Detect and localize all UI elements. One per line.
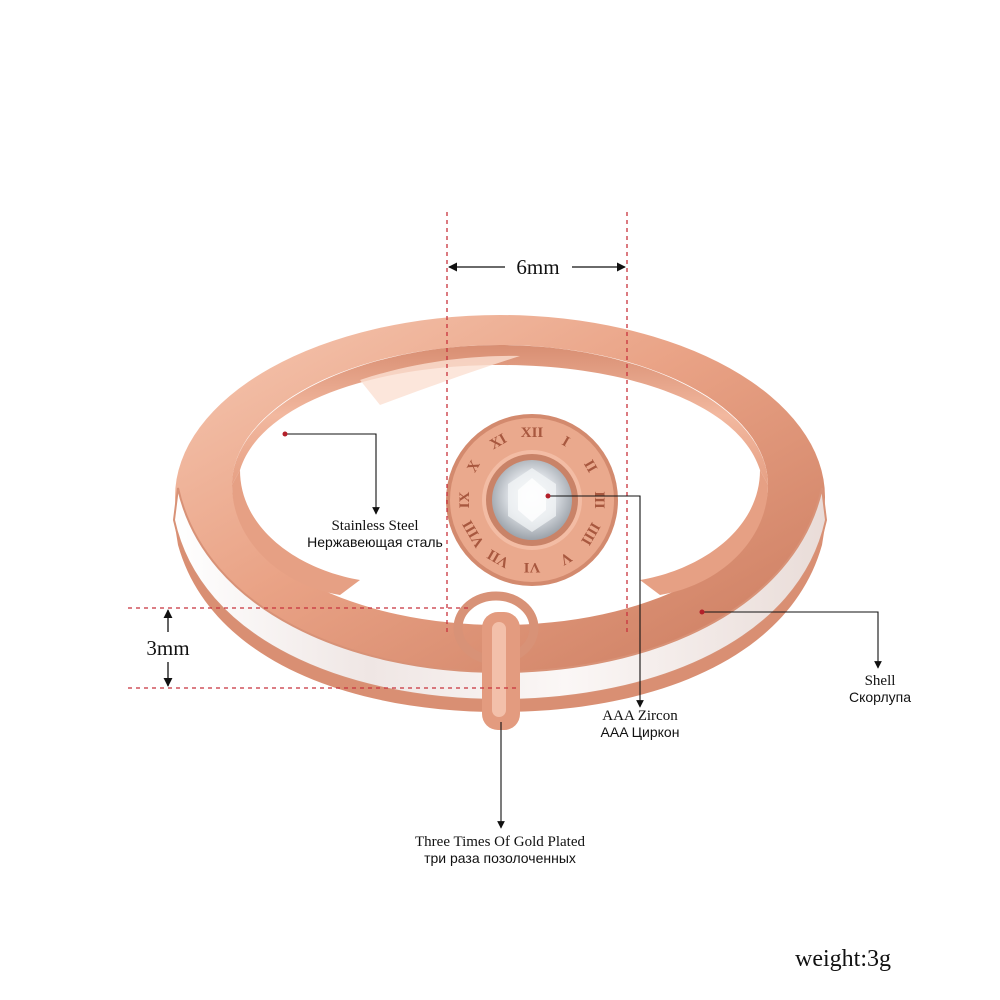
shell-callout: Shell Скорлупа — [830, 673, 930, 705]
charm-numeral: IX — [457, 491, 473, 508]
zircon-callout: AAA Zircon AAA Циркон — [575, 708, 705, 740]
height-dimension-label: 3mm — [146, 636, 190, 660]
dimension-arrows — [163, 262, 626, 687]
width-dimension-label: 6mm — [516, 255, 560, 279]
shell-label-en: Shell — [864, 673, 896, 689]
charm-numeral: VI — [524, 559, 541, 575]
leader-dots — [282, 431, 705, 615]
gold-plated-callout: Three Times Of Gold Plated три раза позо… — [380, 834, 620, 866]
weight-label: weight:3g — [795, 946, 891, 972]
stainless-steel-label-en: Stainless Steel — [331, 518, 419, 534]
stainless-steel-callout: Stainless Steel Нержавеющая сталь — [290, 518, 460, 550]
gold-plated-label-ru: три раза позолоченных — [424, 849, 576, 866]
gold-plated-label-en: Three Times Of Gold Plated — [415, 834, 585, 850]
leader-lines — [285, 433, 882, 829]
dangle-charm — [453, 591, 539, 730]
shell-label-ru: Скорлупа — [848, 688, 912, 705]
ring-band — [172, 315, 828, 712]
charm-numeral: XII — [521, 425, 544, 441]
charm-numeral: XI — [487, 431, 510, 453]
stainless-steel-label-ru: Нержавеющая сталь — [307, 533, 443, 550]
zircon-label-ru: AAA Циркон — [600, 723, 680, 740]
charm-numeral: III — [591, 491, 607, 509]
zircon-label-en: AAA Zircon — [602, 708, 678, 724]
dimension-guides — [128, 212, 628, 689]
